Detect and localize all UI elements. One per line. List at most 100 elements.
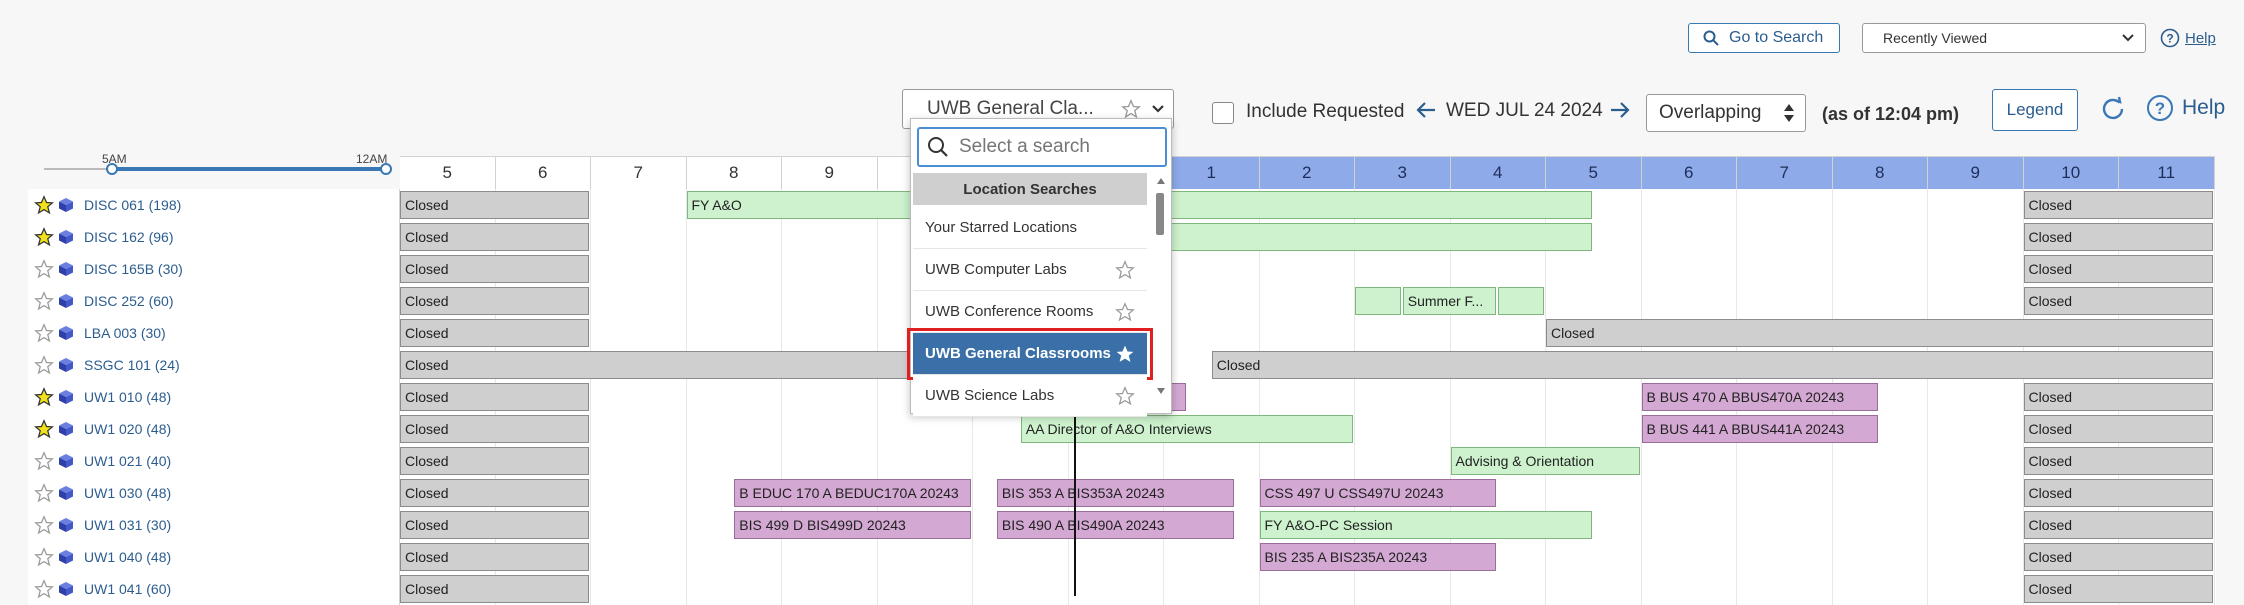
star-outline-icon[interactable] bbox=[34, 323, 54, 343]
closed-block[interactable]: Closed bbox=[2023, 255, 2213, 283]
closed-block[interactable]: Closed bbox=[2023, 191, 2213, 219]
slider-start-handle[interactable] bbox=[106, 163, 118, 175]
row-timeline[interactable]: Closed B EDUC 170 A BEDUC170A 20243 BIS 35… bbox=[400, 477, 2216, 509]
closed-block[interactable]: Closed bbox=[2023, 287, 2213, 315]
reservation-block[interactable]: Summer F... bbox=[1402, 287, 1497, 315]
star-outline-icon[interactable] bbox=[1115, 385, 1135, 406]
reservation-block[interactable]: BIS 490 A BIS490A 20243 bbox=[996, 511, 1234, 539]
reservation-block[interactable]: CSS 497 U CSS497U 20243 bbox=[1259, 479, 1497, 507]
room-name-link[interactable]: UW1 041 (60) bbox=[84, 581, 172, 597]
next-day-arrow-icon[interactable] bbox=[1608, 98, 1632, 122]
room-name-link[interactable]: UW1 010 (48) bbox=[84, 389, 172, 405]
closed-block[interactable]: Closed bbox=[2023, 543, 2213, 571]
star-outline-icon[interactable] bbox=[34, 515, 54, 535]
room-name-link[interactable]: UW1 020 (48) bbox=[84, 421, 172, 437]
refresh-icon[interactable] bbox=[2098, 94, 2128, 124]
go-to-search-button[interactable]: Go to Search bbox=[1688, 23, 1840, 53]
closed-block[interactable]: Closed bbox=[400, 575, 589, 603]
closed-block[interactable]: Closed bbox=[1211, 351, 2213, 379]
room-name-link[interactable]: UW1 031 (30) bbox=[84, 517, 172, 533]
slider-end-handle[interactable] bbox=[380, 163, 392, 175]
dropdown-item[interactable]: UWB General Classrooms bbox=[907, 328, 1153, 380]
row-timeline[interactable]: Closed BIS 499 D BIS499D 20243 BIS 490 A B… bbox=[400, 509, 2216, 541]
closed-block[interactable]: Closed bbox=[400, 543, 589, 571]
room-name-link[interactable]: DISC 061 (198) bbox=[84, 197, 182, 213]
closed-block[interactable]: Closed bbox=[400, 191, 589, 219]
scrollbar-thumb[interactable] bbox=[1156, 193, 1164, 235]
reservation-block[interactable]: FY A&O-PC Session bbox=[1259, 511, 1592, 539]
room-name-link[interactable]: DISC 162 (96) bbox=[84, 229, 174, 245]
reservation-block[interactable] bbox=[1355, 287, 1401, 315]
dropdown-search-input[interactable] bbox=[957, 135, 1157, 159]
closed-block[interactable]: Closed bbox=[400, 255, 589, 283]
star-outline-icon[interactable] bbox=[34, 259, 54, 279]
closed-block[interactable]: Closed bbox=[2023, 415, 2213, 443]
star-outline-icon[interactable] bbox=[1115, 301, 1135, 322]
star-outline-icon[interactable] bbox=[34, 579, 54, 599]
star-outline-icon[interactable] bbox=[1115, 259, 1135, 280]
row-timeline[interactable]: Closed Closed bbox=[400, 253, 2216, 285]
star-filled-icon[interactable] bbox=[34, 195, 54, 215]
closed-block[interactable]: Closed bbox=[2023, 223, 2213, 251]
row-timeline[interactable]: Closed Advising & Orientation Closed bbox=[400, 445, 2216, 477]
reservation-block[interactable]: BIS 353 A BIS353A 20243 bbox=[996, 479, 1234, 507]
dropdown-item[interactable]: UWB Conference Rooms bbox=[913, 291, 1147, 333]
room-name-link[interactable]: DISC 252 (60) bbox=[84, 293, 174, 309]
view-mode-select[interactable]: Overlapping bbox=[1646, 94, 1806, 132]
row-timeline[interactable]: Closed Closed bbox=[400, 221, 2216, 253]
closed-block[interactable]: Closed bbox=[400, 447, 589, 475]
reservation-block[interactable]: B EDUC 170 A BEDUC170A 20243 bbox=[734, 479, 971, 507]
legend-button[interactable]: Legend bbox=[1992, 89, 2078, 131]
closed-block[interactable]: Closed bbox=[400, 511, 589, 539]
room-name-link[interactable]: LBA 003 (30) bbox=[84, 325, 166, 341]
closed-block[interactable]: Closed bbox=[2023, 479, 2213, 507]
dropdown-search-field[interactable] bbox=[917, 127, 1167, 167]
star-filled-icon[interactable] bbox=[1115, 344, 1135, 364]
room-name-link[interactable]: UW1 021 (40) bbox=[84, 453, 172, 469]
room-name-link[interactable]: DISC 165B (30) bbox=[84, 261, 183, 277]
row-timeline[interactable]: Closed Closed bbox=[400, 573, 2216, 605]
star-outline-icon[interactable] bbox=[34, 483, 54, 503]
dropdown-scrollbar[interactable] bbox=[1151, 173, 1171, 413]
scroll-up-icon[interactable] bbox=[1156, 177, 1166, 185]
room-name-link[interactable]: UW1 040 (48) bbox=[84, 549, 172, 565]
reservation-block[interactable]: BIS 499 D BIS499D 20243 bbox=[734, 511, 971, 539]
closed-block[interactable]: Closed bbox=[2023, 383, 2213, 411]
star-outline-icon[interactable] bbox=[34, 547, 54, 567]
scroll-down-icon[interactable] bbox=[1156, 387, 1166, 395]
closed-block[interactable]: Closed bbox=[400, 287, 589, 315]
recently-viewed-select[interactable]: Recently Viewed bbox=[1862, 23, 2146, 53]
time-range-slider[interactable]: 5AM 12AM bbox=[36, 148, 398, 178]
closed-block[interactable]: Closed bbox=[400, 383, 589, 411]
star-outline-icon[interactable] bbox=[1121, 99, 1141, 119]
closed-block[interactable]: Closed bbox=[400, 351, 924, 379]
reservation-block[interactable]: B BUS 470 A BBUS470A 20243 bbox=[1641, 383, 1879, 411]
include-requested-checkbox[interactable] bbox=[1212, 102, 1234, 124]
star-filled-icon[interactable] bbox=[34, 227, 54, 247]
star-outline-icon[interactable] bbox=[34, 355, 54, 375]
dropdown-item[interactable]: UWB Science Labs bbox=[913, 375, 1147, 417]
help-link[interactable]: ? Help bbox=[2146, 94, 2225, 122]
row-timeline[interactable]: Closed Closed bbox=[400, 349, 2216, 381]
closed-block[interactable]: Closed bbox=[2023, 575, 2213, 603]
reservation-block[interactable]: Advising & Orientation bbox=[1450, 447, 1640, 475]
closed-block[interactable]: Closed bbox=[400, 415, 589, 443]
closed-block[interactable]: Closed bbox=[1546, 319, 2213, 347]
star-filled-icon[interactable] bbox=[34, 419, 54, 439]
closed-block[interactable]: Closed bbox=[400, 479, 589, 507]
closed-block[interactable]: Closed bbox=[2023, 511, 2213, 539]
closed-block[interactable]: Closed bbox=[400, 223, 589, 251]
closed-block[interactable]: Closed bbox=[2023, 447, 2213, 475]
room-name-link[interactable]: UW1 030 (48) bbox=[84, 485, 172, 501]
previous-day-arrow-icon[interactable] bbox=[1414, 98, 1438, 122]
reservation-block[interactable] bbox=[1498, 287, 1544, 315]
star-outline-icon[interactable] bbox=[34, 291, 54, 311]
dropdown-item[interactable]: UWB Computer Labs bbox=[913, 249, 1147, 291]
reservation-block[interactable]: B BUS 441 A BBUS441A 20243 bbox=[1641, 415, 1879, 443]
row-timeline[interactable]: Closed Summer F... Closed bbox=[400, 285, 2216, 317]
